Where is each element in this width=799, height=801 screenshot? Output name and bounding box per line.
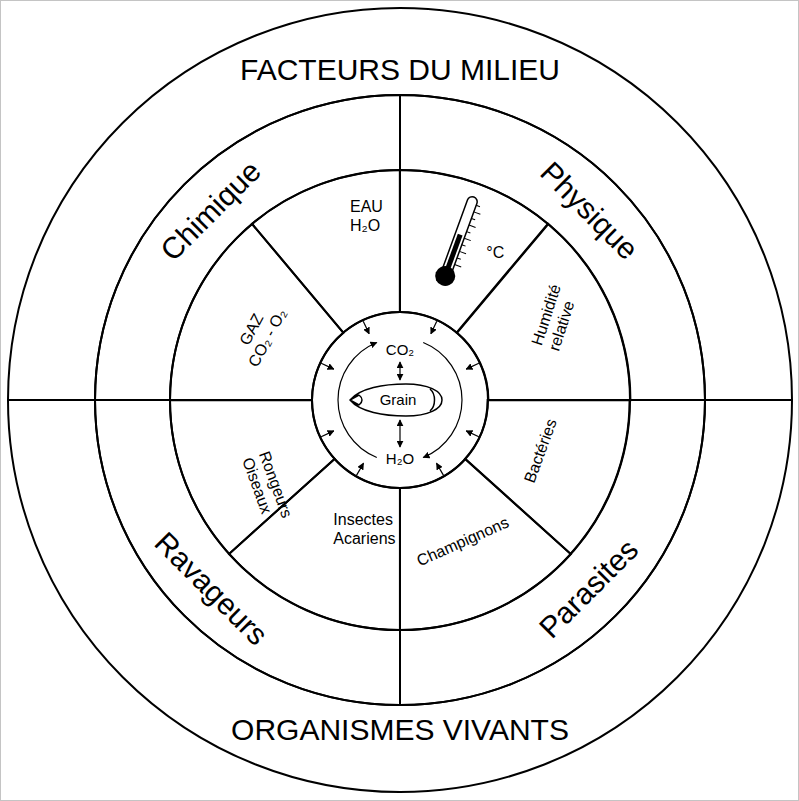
outline-path [400,95,705,400]
inward-arrow [321,363,334,369]
outline-path [95,400,400,705]
outline-path [170,400,335,554]
outline-path [8,400,792,792]
thermometer-tick [476,205,480,206]
factor-label: Humidité relative [528,340,564,353]
thermometer-tick [457,258,461,259]
band-title: ORGANISMES VIVANTS [231,713,570,748]
outline-path [170,224,343,400]
grain-label: Grain [379,391,417,408]
water-label: H₂O [386,450,415,467]
category-band: Ravageurs Rongeurs OiseauxInsectes Acarie… [92,397,403,708]
thermometer-tick [467,232,471,233]
gas-label: CO₂ [386,341,415,358]
category-band: ChimiqueGAZ CO₂ - O₂ EAU H₂O [92,92,403,403]
category-band: Physique °C Humidité relative [397,92,708,403]
category-title: Physique [533,155,645,267]
inward-arrow [363,321,369,334]
center-circle: CO₂ H₂O Grain [309,309,491,491]
thermometer-icon [432,194,485,290]
organism-label: Bactéries [521,416,562,486]
exchange-arrow [399,420,400,447]
circulation-arrow [338,343,377,458]
exchange-arrow [399,362,400,380]
thermometer-tick [469,225,476,227]
shape-outline [92,397,403,708]
inward-arrow [357,463,364,475]
inward-arrow [437,463,444,475]
shape-outline [397,92,708,403]
organism-label: Rongeurs Oiseaux [238,448,273,462]
inward-arrow [466,363,479,369]
factor-label: EAU H₂O [350,198,352,235]
outline-path [350,384,442,416]
organism-label: Insectes Acariens [333,511,335,548]
inward-arrow [466,431,479,437]
inward-arrow [321,431,334,437]
thermometer-tick [474,212,481,214]
factor-label: GAZ CO₂ - O₂ [228,298,290,372]
category-title: Parasites [532,532,645,645]
thermometer-tick [459,251,466,253]
outline-path [457,224,630,400]
thermometer-tick [462,245,466,246]
thermometer-tick [455,265,462,267]
outline-path [465,400,630,554]
category-title: Chimique [154,154,269,269]
shape-outline [397,167,551,336]
inward-arrow [431,321,437,334]
organism-label: Champignons [414,513,513,570]
band-title: FACTEURS DU MILIEU [240,53,561,88]
category-band: Parasites ChampignonsBactéries [397,397,708,708]
outline-path [8,8,792,400]
thermometer-tick [464,238,471,240]
thermometer-tick [471,218,475,219]
factor-sector: °C [397,167,551,336]
category-title: Ravageurs [147,525,275,653]
unit-label: °C [486,244,505,262]
outline-path [312,312,488,488]
thermometer-tube [440,195,478,277]
grain-seed: Grain [346,380,446,420]
outline-path [400,400,705,705]
outline-path [252,170,400,333]
thermometer-bulb [432,263,458,289]
outline-path [95,95,400,400]
